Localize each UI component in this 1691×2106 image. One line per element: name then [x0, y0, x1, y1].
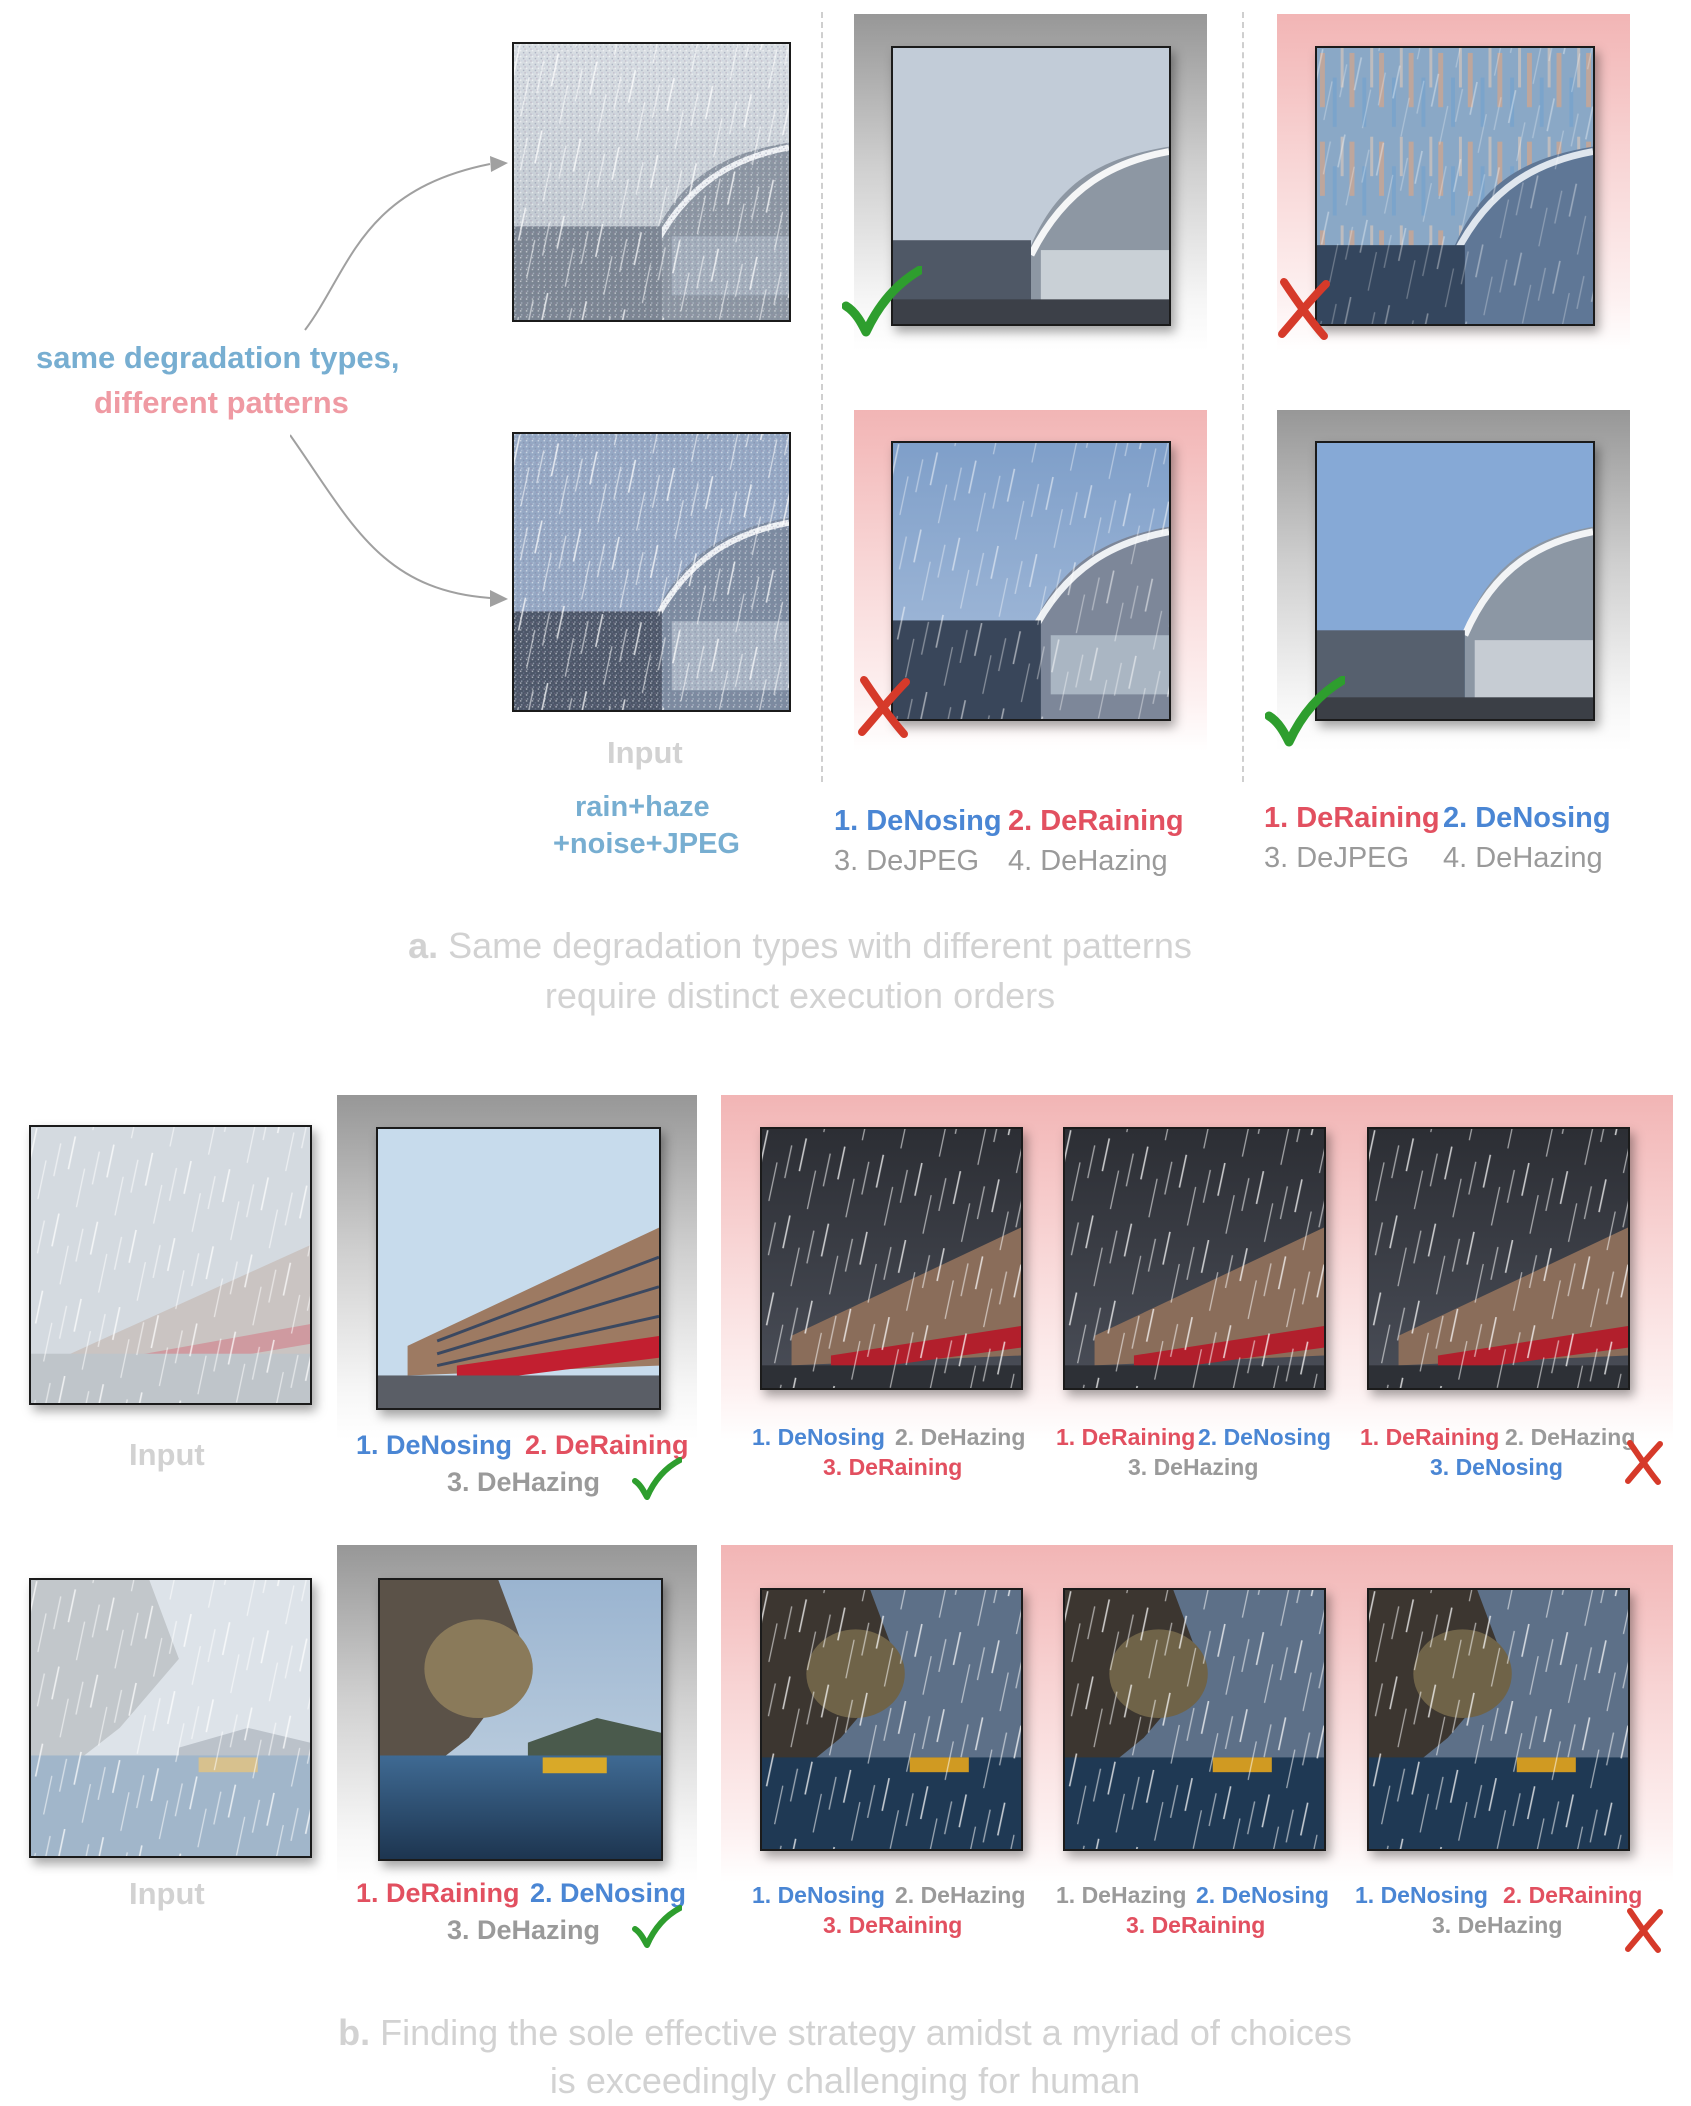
b2-alt3-step2: 2. DeRaining [1503, 1882, 1643, 1908]
input-image-a1 [512, 42, 791, 322]
annotation-different-patterns: different patterns [94, 385, 349, 420]
caption-b-prefix: b. [338, 2012, 371, 2053]
cross-icon [858, 676, 910, 738]
result-image-b2-alt3 [1367, 1588, 1630, 1851]
cross-icon [1625, 1440, 1663, 1485]
check-icon [842, 266, 922, 337]
b1-alt3-step1: 1. DeRaining [1360, 1424, 1500, 1450]
result-image-a2-order1 [891, 441, 1171, 721]
degradation-label: rain+haze [575, 791, 710, 823]
b2-alt2-step1: 1. DeHazing [1056, 1882, 1187, 1908]
caption-a-line1: Same degradation types with different pa… [448, 925, 1192, 966]
b2-alt1-step2: 2. DeHazing [895, 1882, 1026, 1908]
result-image-b1-alt2 [1063, 1127, 1326, 1390]
b2-alt1-step3: 3. DeRaining [823, 1912, 963, 1938]
caption-b-line2: is exceedingly challenging for human [549, 2060, 1141, 2101]
order-left-step2: 2. DeRaining [1008, 805, 1184, 837]
result-image-b2-alt2 [1063, 1588, 1326, 1851]
input-image-b2 [29, 1578, 312, 1858]
order-left-step3: 3. DeJPEG [834, 845, 980, 877]
cross-icon [1625, 1908, 1663, 1953]
input-image-b1 [29, 1125, 312, 1405]
degradation-label: +noise+JPEG [553, 828, 740, 860]
b1-best-step3: 3. DeHazing [447, 1467, 601, 1497]
b1-best-step1: 1. DeNosing [356, 1430, 513, 1460]
caption-a: a. Same degradation types with different… [300, 925, 1300, 967]
input-image-a2 [512, 432, 791, 712]
b2-alt2-step2: 2. DeNosing [1196, 1882, 1329, 1908]
caption-b: b. Finding the sole effective strategy a… [200, 2012, 1490, 2054]
b2-alt3-step3: 3. DeHazing [1432, 1912, 1563, 1938]
order-right-step4: 4. DeHazing [1443, 842, 1603, 874]
annotation-same-types: same degradation types, [36, 340, 400, 375]
result-image-a2-order2 [1315, 441, 1595, 721]
b1-alt1-step2: 2. DeHazing [895, 1424, 1026, 1450]
result-image-b1-alt3 [1367, 1127, 1630, 1390]
b1-alt2-step1: 1. DeRaining [1056, 1424, 1196, 1450]
order-right-step2: 2. DeNosing [1443, 802, 1611, 834]
order-left-step1: 1. DeNosing [834, 805, 1002, 837]
input-label: Input [607, 735, 683, 770]
b2-alt1-step1: 1. DeNosing [752, 1882, 885, 1908]
b2-alt3-step1: 1. DeNosing [1355, 1882, 1488, 1908]
b1-alt3-step3: 3. DeNosing [1430, 1454, 1563, 1480]
separator-dashed [821, 12, 823, 782]
b2-best-step3: 3. DeHazing [447, 1915, 601, 1945]
order-left-step4: 4. DeHazing [1008, 845, 1168, 877]
result-image-b2-best [378, 1578, 663, 1861]
b1-alt1-step1: 1. DeNosing [752, 1424, 885, 1450]
b1-alt3-step2: 2. DeHazing [1505, 1424, 1636, 1450]
check-icon [1265, 676, 1345, 747]
b2-alt2-step3: 3. DeRaining [1126, 1912, 1266, 1938]
order-right-step3: 3. DeJPEG [1264, 842, 1410, 874]
b1-best-step2: 2. DeRaining [525, 1430, 689, 1460]
separator-dashed [1242, 12, 1244, 782]
curved-arrow [290, 156, 508, 607]
caption-b-line1: Finding the sole effective strategy amid… [380, 2012, 1352, 2053]
result-image-a1-order2 [1315, 46, 1595, 326]
result-image-b2-alt1 [760, 1588, 1023, 1851]
b2-best-step2: 2. DeNosing [530, 1878, 687, 1908]
check-icon [632, 1457, 682, 1500]
b1-alt2-step3: 3. DeHazing [1128, 1454, 1259, 1480]
b1-alt2-step2: 2. DeNosing [1198, 1424, 1331, 1450]
caption-a-prefix: a. [408, 925, 439, 966]
b1-alt1-step3: 3. DeRaining [823, 1454, 963, 1480]
result-image-b1-alt1 [760, 1127, 1023, 1390]
caption-a-line2: require distinct execution orders [544, 975, 1056, 1016]
cross-icon [1278, 278, 1330, 340]
input-label: Input [129, 1876, 205, 1911]
result-image-b1-best [376, 1127, 661, 1410]
order-right-step1: 1. DeRaining [1264, 802, 1440, 834]
result-image-a1-order1 [891, 46, 1171, 326]
input-label: Input [129, 1437, 205, 1472]
b2-best-step1: 1. DeRaining [356, 1878, 520, 1908]
check-icon [632, 1905, 682, 1948]
